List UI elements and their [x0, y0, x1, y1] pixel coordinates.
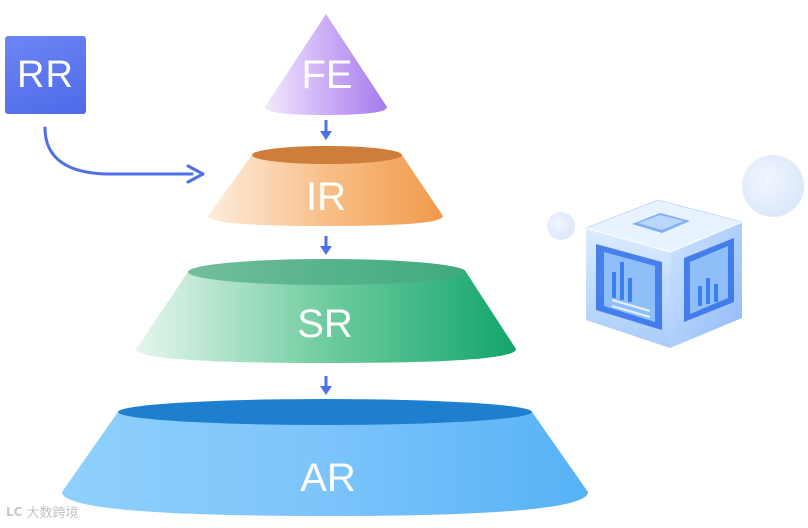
tier-sr: SR — [136, 259, 516, 363]
arrow-rr-ir — [43, 126, 194, 176]
arrow-ir-sr — [320, 236, 332, 255]
tier-fe: FE — [265, 14, 387, 115]
bubble-large — [742, 155, 804, 217]
tier-ir-label: IR — [306, 175, 346, 219]
watermark-logo-icon: LC — [6, 504, 23, 519]
rr-label: RR — [17, 53, 74, 96]
arrow-fe-ir — [320, 120, 332, 140]
tier-sr-label: SR — [297, 302, 353, 346]
tier-fe-label: FE — [301, 53, 352, 97]
watermark: LC 大数跨境 — [6, 502, 79, 522]
bubble-small — [547, 212, 575, 240]
data-cube-icon — [584, 199, 744, 348]
arrow-sr-ar — [320, 376, 332, 395]
tier-ar-label: AR — [300, 456, 356, 500]
watermark-text: 大数跨境 — [26, 506, 79, 521]
tier-ar: AR — [62, 399, 588, 516]
rr-source-box: RR — [5, 36, 86, 114]
arrow-rr-ir-head — [186, 164, 205, 184]
tier-ir: IR — [208, 146, 443, 226]
